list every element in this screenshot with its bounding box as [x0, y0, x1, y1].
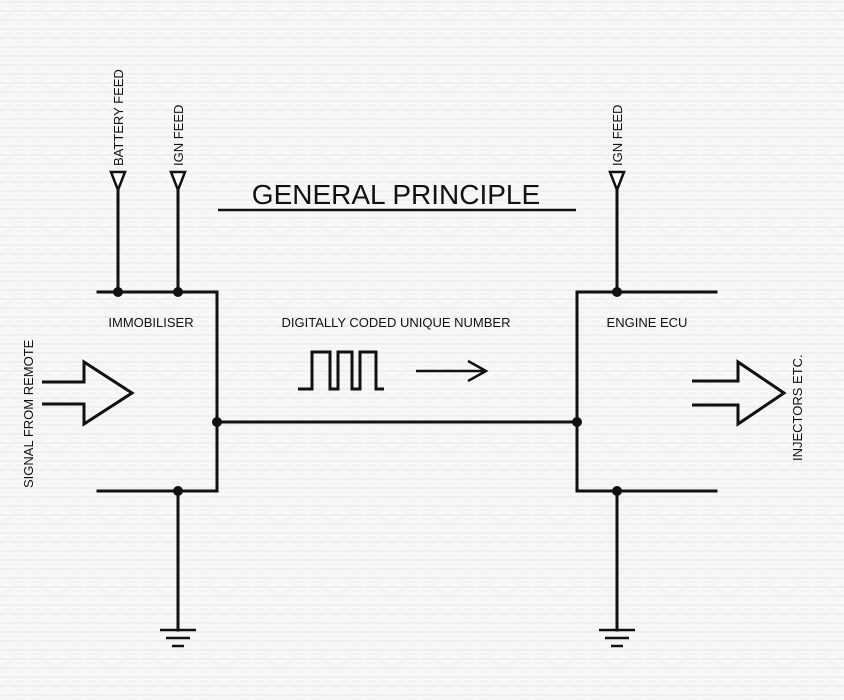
- junction-dot: [612, 287, 622, 297]
- junction-dot: [173, 287, 183, 297]
- battery-feed-arrow-icon: [109, 170, 127, 194]
- data-direction-arrow-icon: [416, 359, 489, 383]
- junction-dot: [173, 486, 183, 496]
- junction-dot: [572, 417, 582, 427]
- ign-feed-arrow-icon-right: [608, 170, 626, 194]
- junction-dot: [612, 486, 622, 496]
- ground-icon-left: [160, 628, 196, 648]
- injectors-label: INJECTORS ETC.: [790, 354, 805, 461]
- signal-from-remote-label: SIGNAL FROM REMOTE: [21, 339, 36, 488]
- diagram-title: GENERAL PRINCIPLE: [252, 179, 540, 210]
- battery-feed-label: BATTERY FEED: [111, 69, 126, 166]
- ign-feed-arrow-icon-left: [169, 170, 187, 194]
- ground-icon-right: [599, 628, 635, 648]
- junction-dot: [113, 287, 123, 297]
- link-label: DIGITALLY CODED UNIQUE NUMBER: [282, 315, 511, 330]
- junction-dot: [212, 417, 222, 427]
- ign-feed-label-left: IGN FEED: [171, 105, 186, 166]
- output-arrow-icon: [692, 359, 787, 427]
- engine-ecu-label: ENGINE ECU: [607, 315, 688, 330]
- pulse-waveform-icon: [298, 350, 384, 391]
- immobiliser-label: IMMOBILISER: [108, 315, 193, 330]
- signal-input-arrow-icon: [42, 359, 135, 427]
- ign-feed-label-right: IGN FEED: [610, 105, 625, 166]
